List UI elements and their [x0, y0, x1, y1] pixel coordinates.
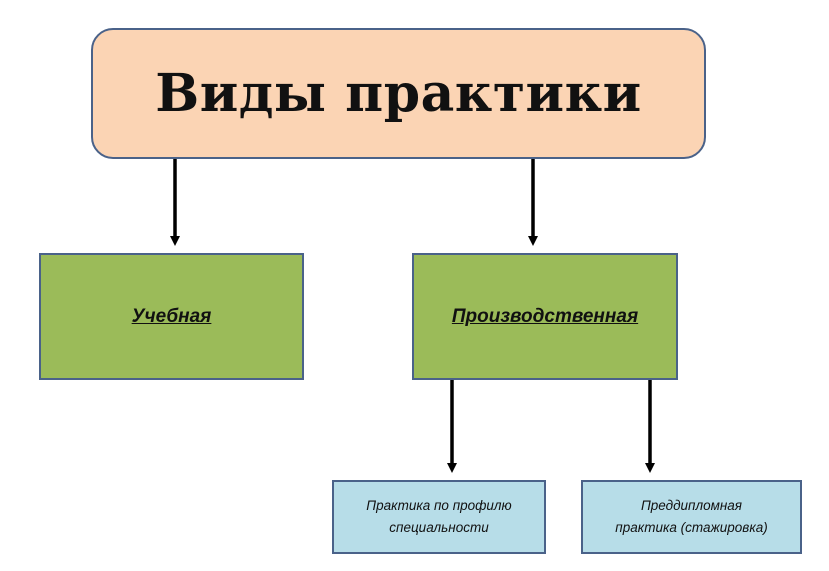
- node-profile-practice-line1: Практика по профилю: [366, 498, 512, 513]
- node-profile-practice-text: Практика по профилю специальности: [358, 495, 519, 539]
- node-prediploma-practice-text: Преддипломная практика (стажировка): [607, 495, 775, 539]
- node-uchebnaya: Учебная: [39, 253, 304, 380]
- node-prediploma-practice: Преддипломная практика (стажировка): [581, 480, 802, 554]
- node-prediploma-practice-line1: Преддипломная: [640, 498, 743, 513]
- diagram-title: Виды практики: [155, 63, 642, 124]
- node-uchebnaya-label: Учебная: [131, 305, 212, 327]
- title-box: Виды практики: [91, 28, 706, 159]
- node-profile-practice: Практика по профилю специальности: [332, 480, 546, 554]
- node-proizvodstvennaya: Производственная: [412, 253, 678, 380]
- node-prediploma-practice-line2: практика (стажировка): [615, 520, 768, 535]
- node-profile-practice-line2: специальности: [389, 520, 489, 535]
- node-proizvodstvennaya-label: Производственная: [451, 305, 639, 327]
